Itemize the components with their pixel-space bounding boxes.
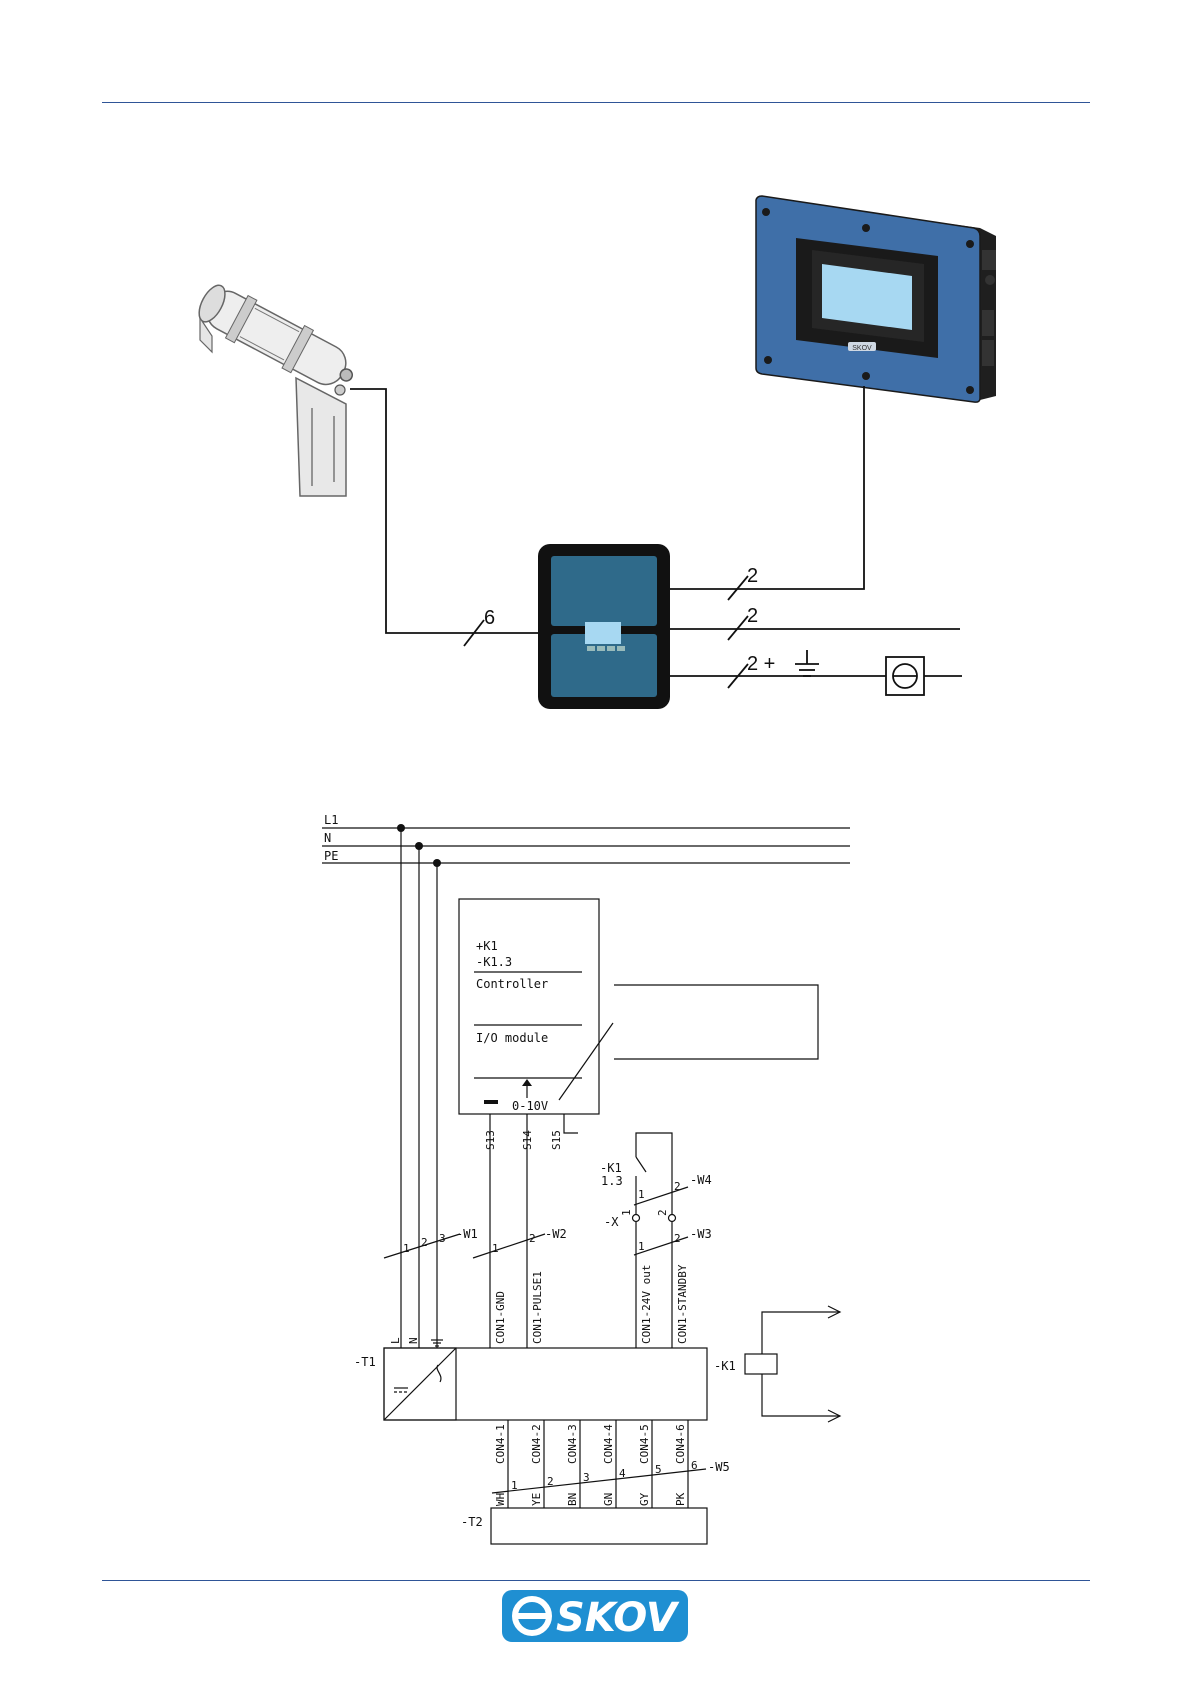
- box-controller-label: Controller: [476, 977, 548, 991]
- cable-w1: -W1: [456, 1227, 478, 1241]
- x-num-1: 1: [620, 1209, 633, 1216]
- connector-x: -X: [604, 1215, 619, 1229]
- terminal-s14: S14: [521, 1130, 534, 1150]
- output-cable-count: 2: [747, 605, 758, 627]
- box-io-label: I/O module: [476, 1031, 548, 1045]
- con4-4: CON4-4: [602, 1424, 615, 1464]
- x-num-2: 2: [656, 1209, 669, 1216]
- terminal-s13: S13: [484, 1130, 497, 1150]
- cable-w5: -W5: [708, 1460, 730, 1474]
- con4-6: CON4-6: [674, 1424, 687, 1464]
- t2-color-gy: GY: [638, 1492, 651, 1506]
- controller-device: SKOV: [756, 196, 996, 402]
- w5-num-1: 1: [511, 1479, 518, 1492]
- terminal-x1: [633, 1215, 640, 1222]
- w2-num-2: 2: [529, 1232, 536, 1245]
- box-signal-label: 0-10V: [512, 1099, 548, 1113]
- con4-1: CON4-1: [494, 1424, 507, 1464]
- w5-num-3: 3: [583, 1471, 590, 1484]
- t2-color-bn: BN: [566, 1493, 579, 1506]
- footer-rule: [102, 1580, 1090, 1581]
- t1-terminal-n: N: [407, 1337, 420, 1344]
- skov-logo: SKOV: [502, 1590, 688, 1642]
- w2-num-1: 1: [492, 1242, 499, 1255]
- sensor-cable-count: 6: [484, 607, 495, 629]
- supply-n: N: [324, 831, 331, 845]
- w5-num-6: 6: [691, 1459, 698, 1472]
- schematic-lines: [322, 828, 850, 1544]
- junction-n: [415, 842, 423, 850]
- con1-standby: CON1-STANDBY: [676, 1264, 689, 1344]
- cable-w4: -W4: [690, 1173, 712, 1187]
- con1-gnd: CON1-GND: [494, 1291, 507, 1344]
- relay-ref-1: -K1: [600, 1161, 622, 1175]
- box-ref-1: +K1: [476, 939, 498, 953]
- arrow-up-icon: [522, 1079, 532, 1086]
- w5-num-2: 2: [547, 1475, 554, 1488]
- minus-symbol: [484, 1100, 498, 1104]
- con1-24v-out: CON1-24V out: [640, 1265, 653, 1344]
- junction-pe: [433, 859, 441, 867]
- io-module: [538, 544, 670, 709]
- logo-text: SKOV: [556, 1595, 680, 1641]
- w5-num-5: 5: [655, 1463, 662, 1476]
- device-t2: -T2: [461, 1515, 483, 1529]
- power-cable-count: 2 +: [747, 653, 775, 675]
- box-ref-2: -K1.3: [476, 955, 512, 969]
- controller-cable-count: 2: [747, 565, 758, 587]
- cable-w2: -W2: [545, 1227, 567, 1241]
- con4-3: CON4-3: [566, 1424, 579, 1464]
- con4-2: CON4-2: [530, 1424, 543, 1464]
- t2-color-wh: WH: [494, 1493, 507, 1506]
- t2-color-gn: GN: [602, 1493, 615, 1506]
- terminal-s15: S15: [550, 1130, 563, 1150]
- supply-pe: PE: [324, 849, 338, 863]
- t2-color-pk: PK: [674, 1492, 687, 1506]
- w3-num-2: 2: [674, 1232, 681, 1245]
- w1-num-2: 2: [421, 1236, 428, 1249]
- w4-num-1: 1: [638, 1188, 645, 1201]
- con4-5: CON4-5: [638, 1424, 651, 1464]
- supply-l1: L1: [324, 813, 338, 827]
- sensor-device: [192, 278, 363, 496]
- terminal-x2: [669, 1215, 676, 1222]
- w1-num-3: 3: [439, 1232, 446, 1245]
- controller-brand: SKOV: [852, 345, 872, 352]
- t2-color-ye: YE: [530, 1493, 543, 1506]
- device-k1: -K1: [714, 1359, 736, 1373]
- t1-terminal-l: L: [389, 1337, 402, 1344]
- cable-w3: -W3: [690, 1227, 712, 1241]
- w1-num-1: 1: [403, 1242, 410, 1255]
- w5-num-4: 4: [619, 1467, 626, 1480]
- relay-ref-2: 1.3: [601, 1174, 623, 1188]
- w4-num-2: 2: [674, 1180, 681, 1193]
- junction-l1: [397, 824, 405, 832]
- con1-pulse1: CON1-PULSE1: [531, 1271, 544, 1344]
- device-t1: -T1: [354, 1355, 376, 1369]
- w3-num-1: 1: [638, 1240, 645, 1253]
